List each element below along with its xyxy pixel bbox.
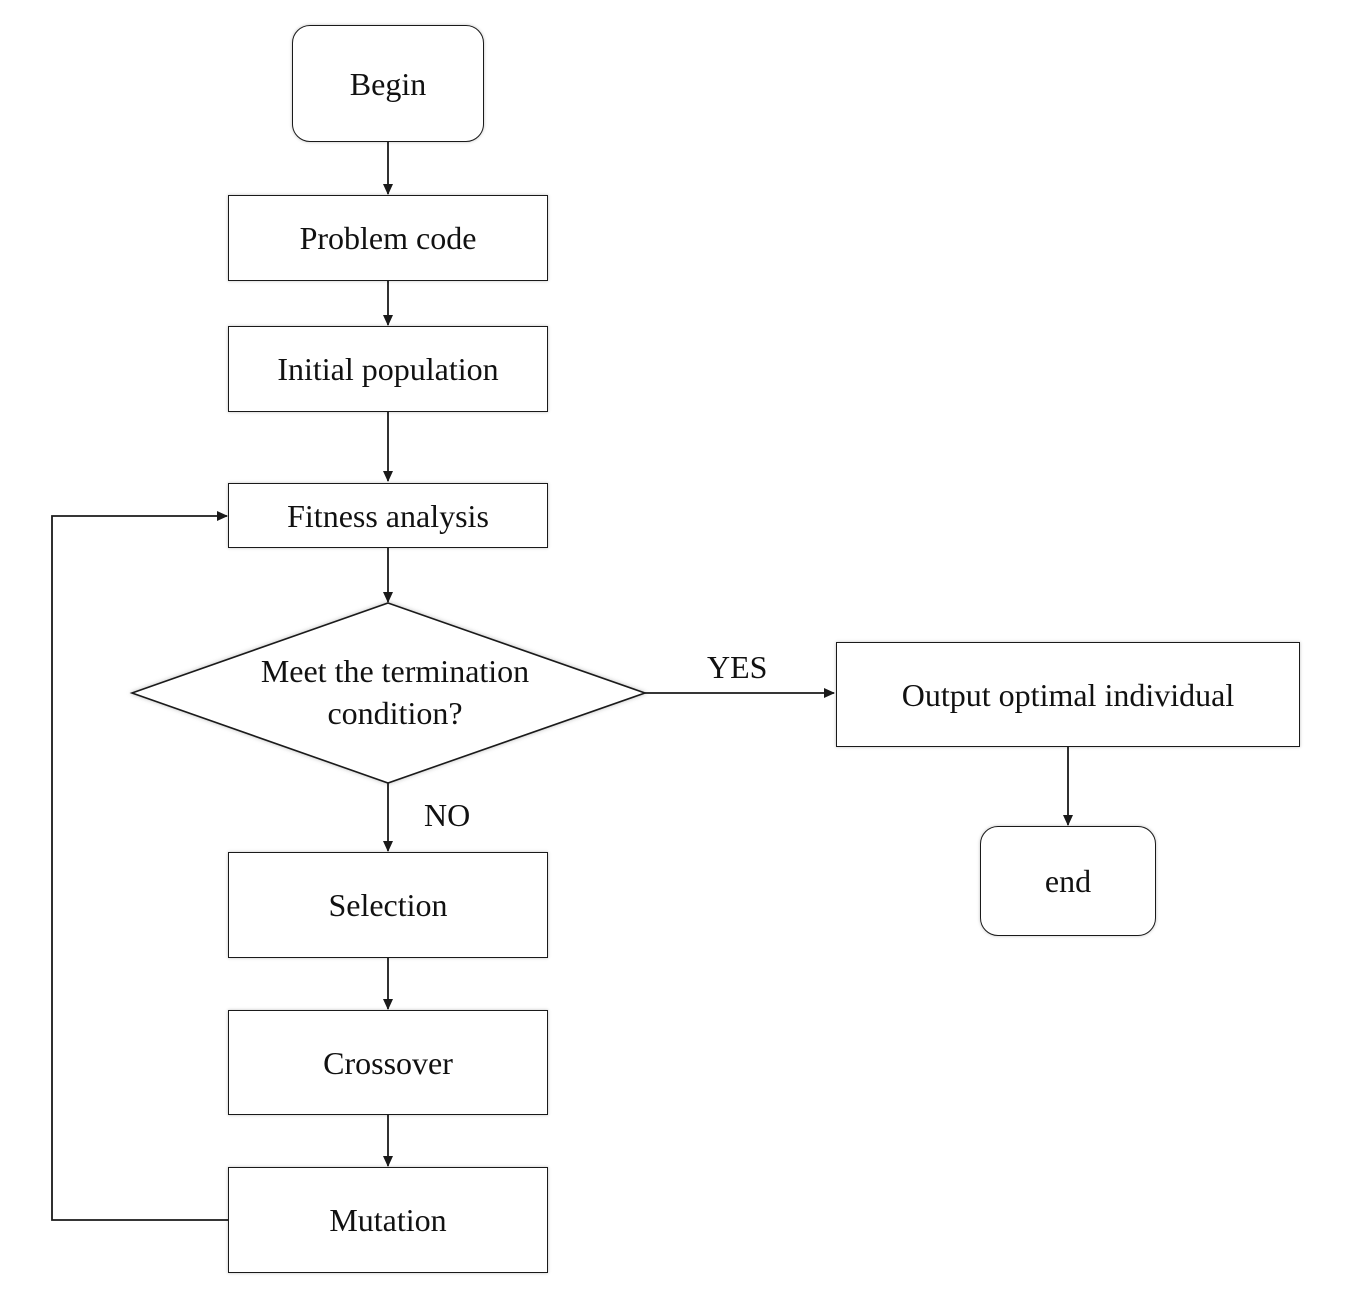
selection-label: Selection [328,887,448,923]
decision-label-line2: condition? [327,695,463,731]
fitness-analysis-node: Fitness analysis [228,483,548,548]
crossover-node: Crossover [228,1010,548,1115]
mutation-label: Mutation [329,1202,447,1238]
decision-label: Meet the termination condition? [190,648,600,738]
arrow-mutation-loop-to-fitness [51,511,229,1221]
output-label: Output optimal individual [901,676,1235,713]
problem-code-label: Problem code [299,220,477,256]
decision-label-line1: Meet the termination [260,653,530,690]
begin-label: Begin [349,65,427,102]
yes-label: YES [707,649,768,685]
no-label: NO [424,797,471,833]
end-node: end [980,826,1156,936]
crossover-label: Crossover [323,1044,453,1081]
mutation-node: Mutation [228,1167,548,1273]
selection-node: Selection [228,852,548,958]
begin-node: Begin [292,25,484,142]
initial-population-label: Initial population [277,351,499,387]
fitness-analysis-label: Fitness analysis [287,497,489,534]
problem-code-node: Problem code [228,195,548,281]
initial-population-node: Initial population [228,326,548,412]
output-optimal-individual-node: Output optimal individual [836,642,1300,747]
end-label: end [1044,863,1092,899]
